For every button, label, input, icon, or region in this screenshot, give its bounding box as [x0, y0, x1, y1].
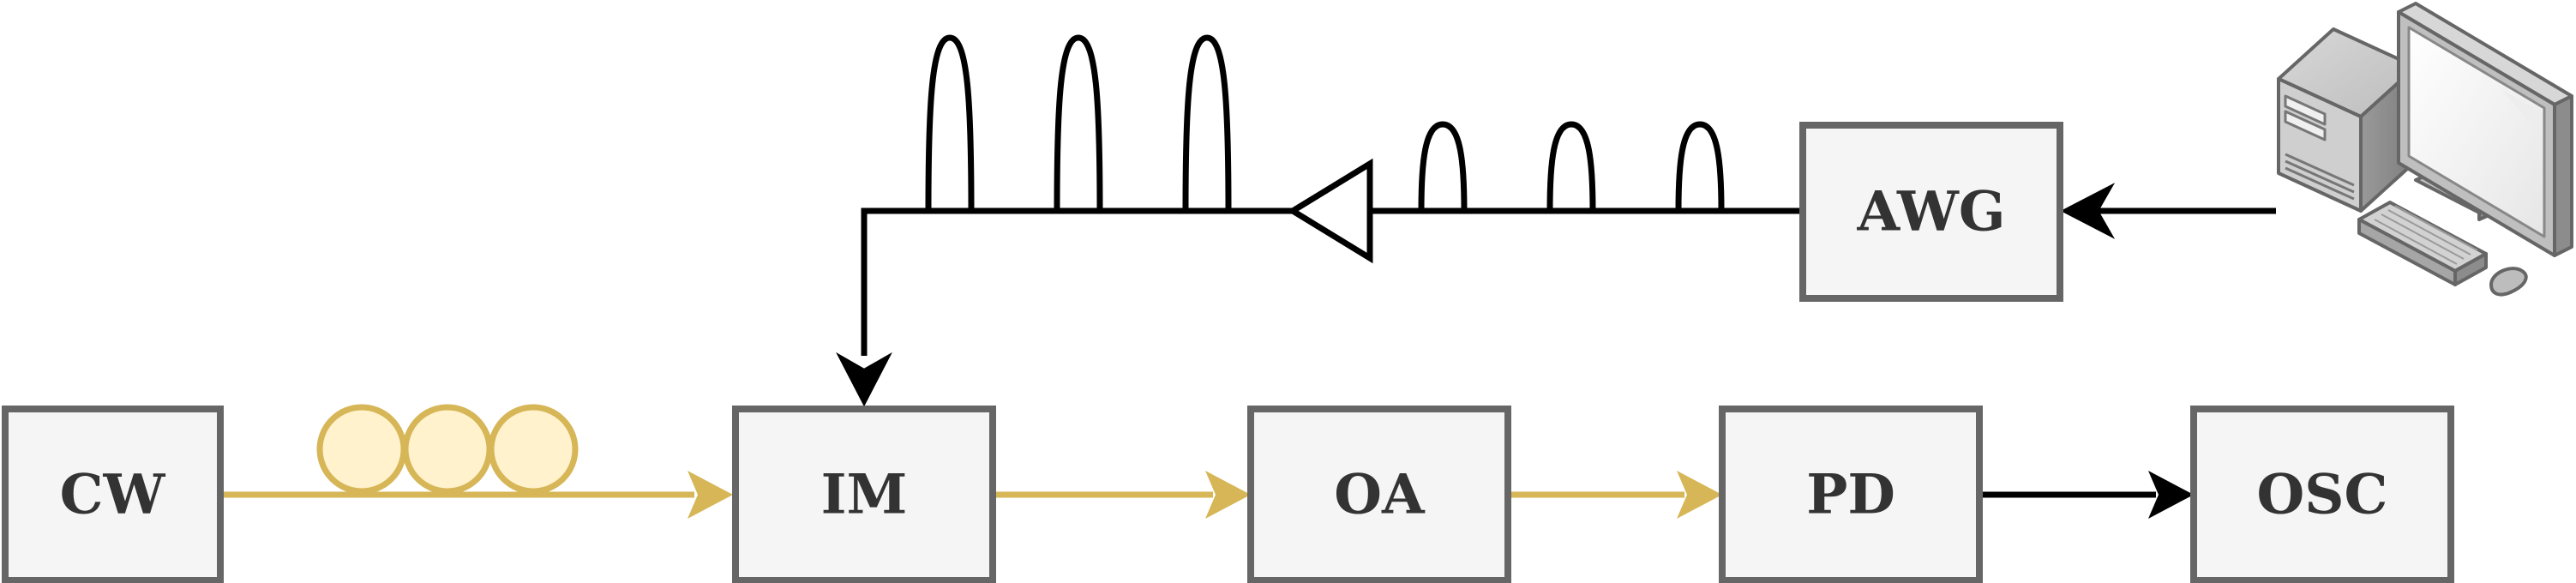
cw-label: CW — [60, 463, 166, 527]
osc-label: OSC — [2257, 463, 2388, 527]
pulse-icon — [1182, 34, 1232, 214]
awg-block: AWG — [1799, 122, 2063, 302]
oa-block: OA — [1247, 406, 1511, 583]
im-label: IM — [821, 463, 908, 527]
pulse-icon — [1675, 121, 1725, 214]
cw-block: CW — [2, 406, 224, 583]
desktop-computer-icon — [2277, 2, 2573, 297]
pd-label: PD — [1806, 463, 1895, 527]
pulse-icon — [1546, 121, 1596, 214]
im-block: IM — [732, 406, 996, 583]
cw-to-im-connection — [223, 471, 733, 519]
oa-to-pd-connection — [1509, 471, 1722, 519]
fiber-coil-icon — [316, 404, 579, 495]
pulse-icon — [1054, 34, 1103, 214]
pulse-icon — [925, 34, 975, 214]
pd-block: PD — [1719, 406, 1983, 583]
pd-to-osc-connection — [1980, 471, 2194, 519]
computer-to-awg-connection — [2060, 183, 2276, 239]
im-to-oa-connection — [994, 471, 1251, 519]
osc-block: OSC — [2190, 406, 2454, 583]
pulse-icon — [1418, 121, 1468, 214]
amplifier-icon — [1287, 158, 1373, 264]
oa-label: OA — [1334, 463, 1426, 527]
awg-label: AWG — [1857, 180, 2006, 244]
im-input-arrowhead — [836, 352, 892, 407]
